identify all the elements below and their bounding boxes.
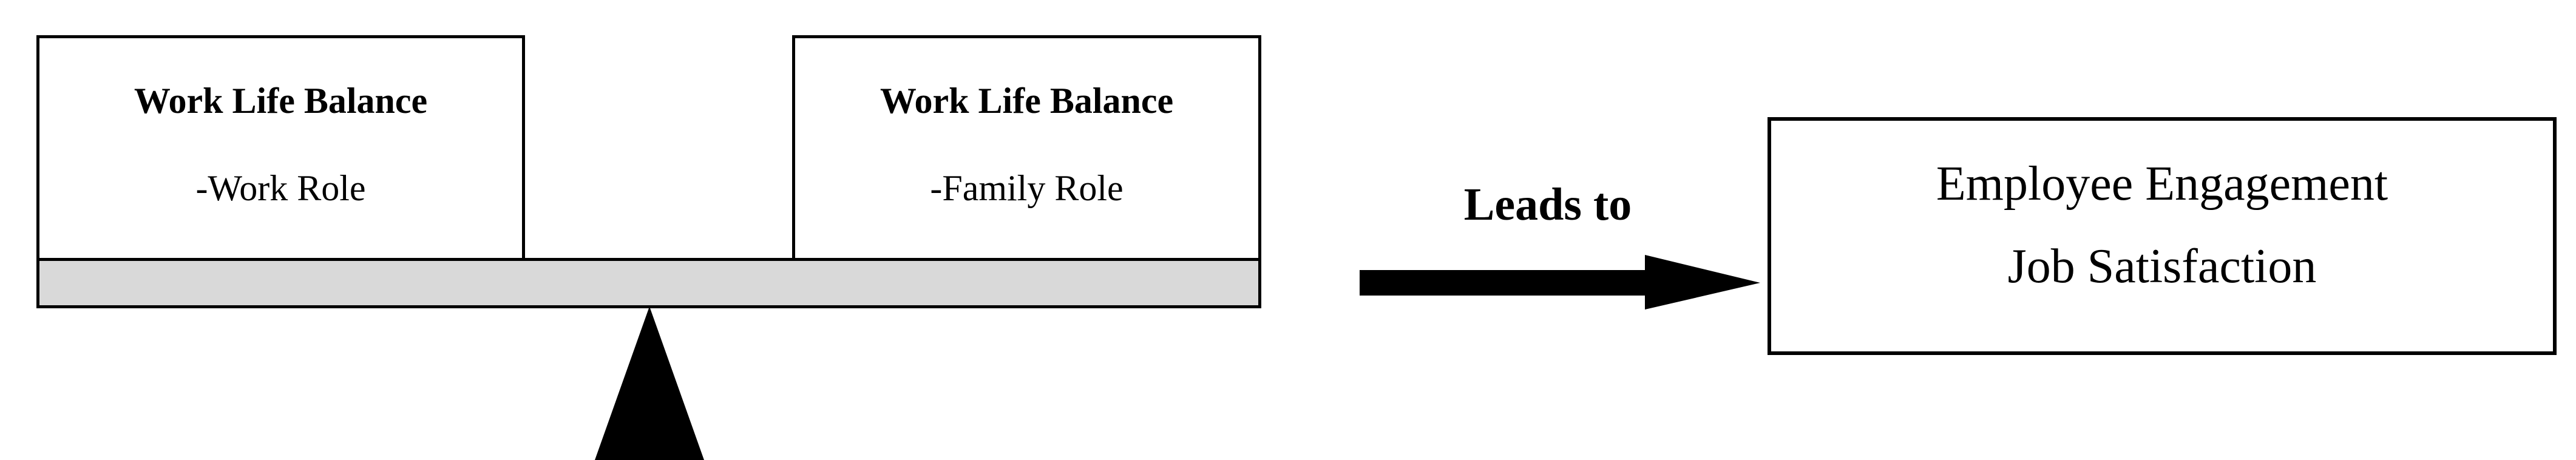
arrow-shaft: [1360, 270, 1651, 296]
outcome-box: Employee Engagement Job Satisfaction: [1768, 117, 2557, 355]
job-satisfaction-label: Job Satisfaction: [2007, 240, 2317, 293]
fulcrum-shape: [595, 306, 704, 460]
family-role-box: Work Life Balance -Family Role: [792, 35, 1261, 261]
work-role-box: Work Life Balance -Work Role: [36, 35, 525, 261]
balance-beam: [36, 258, 1261, 308]
fulcrum-triangle: [595, 306, 704, 460]
family-role-box-title: Work Life Balance: [880, 81, 1174, 121]
leads-to-label: Leads to: [1463, 179, 1632, 230]
family-role-label: -Family Role: [930, 168, 1124, 208]
employee-engagement-label: Employee Engagement: [1936, 157, 2388, 211]
right-arrow-icon: [1360, 255, 1760, 309]
work-role-label: -Work Role: [195, 168, 366, 208]
arrow-head: [1645, 255, 1760, 309]
work-role-box-title: Work Life Balance: [134, 81, 428, 121]
